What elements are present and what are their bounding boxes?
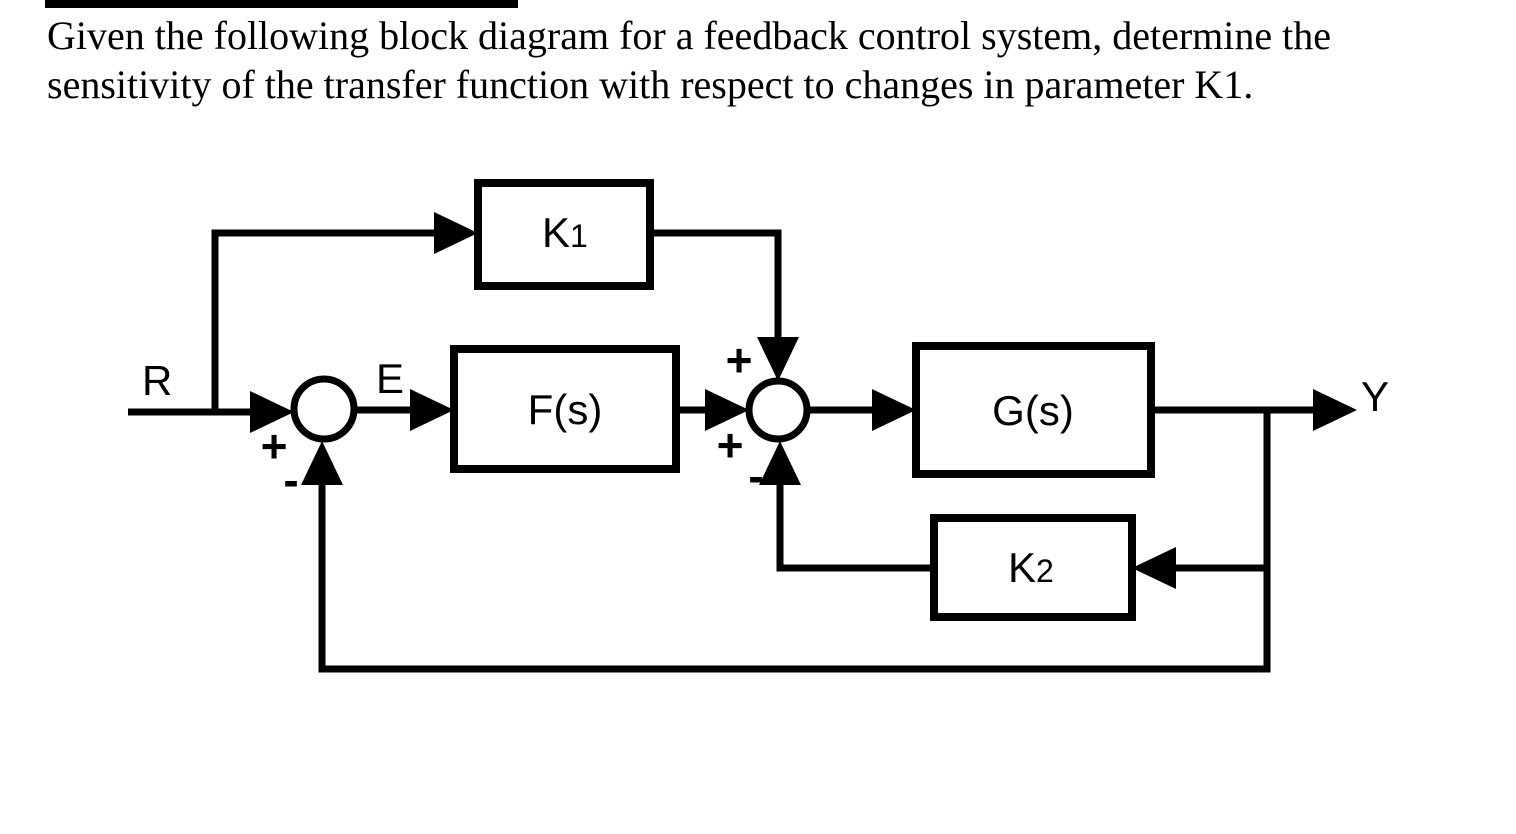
question-text: Given the following block diagram for a …	[47, 11, 1331, 109]
block-k1-label: K1	[542, 209, 588, 256]
sum1-plus-sign: +	[261, 420, 288, 472]
wire-k1-to-sum2	[651, 229, 782, 337]
arrowhead-into-k2	[1132, 547, 1176, 589]
arrowhead-into-f	[410, 389, 454, 431]
block-k2	[930, 514, 1136, 621]
question-line-1: Given the following block diagram for a …	[47, 13, 1332, 58]
sum1-minus-sign: -	[283, 454, 298, 506]
arrowhead-into-k1	[434, 212, 478, 254]
top-rule-divider	[45, 0, 518, 8]
summing-junction-2	[745, 377, 811, 443]
signal-e-label: E	[376, 355, 404, 402]
wire-branch-to-k1	[211, 229, 434, 412]
block-g	[912, 342, 1155, 478]
arrowhead-into-sum2-top	[757, 337, 799, 381]
sum2-left-plus-sign: +	[717, 419, 744, 471]
arrowhead-into-sum1	[250, 391, 294, 433]
arrowhead-into-sum2-bottom	[759, 441, 801, 485]
signal-r-label: R	[142, 357, 172, 404]
sum2-minus-sign: -	[748, 450, 763, 502]
block-k2-label: K2	[1008, 544, 1054, 591]
arrowhead-into-y	[1313, 389, 1357, 431]
block-k1	[474, 179, 654, 290]
sum2-top-plus-sign: +	[726, 334, 753, 386]
wire-outer-feedback	[318, 410, 1271, 673]
summing-junction-1	[290, 375, 358, 443]
block-f-label: F(s)	[528, 386, 603, 433]
signal-y-label: Y	[1361, 373, 1389, 420]
question-line-2: sensitivity of the transfer function wit…	[47, 62, 1254, 107]
block-g-label: G(s)	[992, 387, 1074, 434]
arrowhead-into-g	[872, 389, 916, 431]
arrowhead-into-sum1-bottom	[301, 441, 343, 485]
arrowhead-into-sum2-left	[705, 389, 749, 431]
block-f	[450, 345, 680, 473]
wire-k2-to-sum2	[776, 485, 934, 572]
